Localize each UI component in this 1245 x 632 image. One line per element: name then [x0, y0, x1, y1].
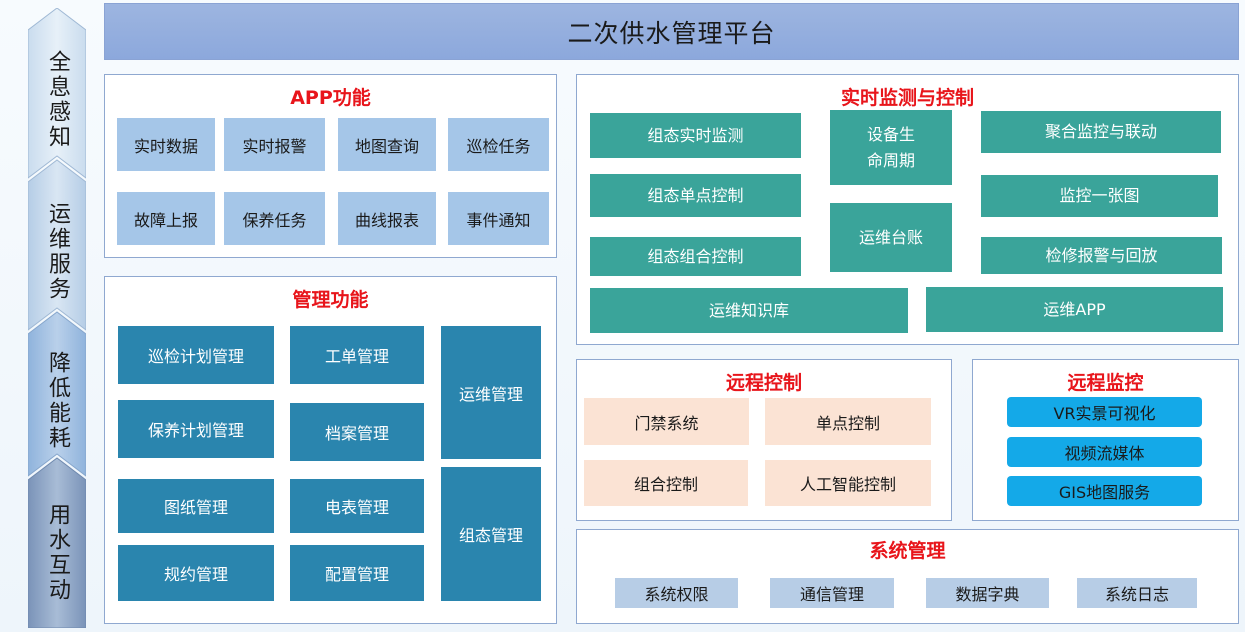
- remote-monitor-gis[interactable]: GIS地图服务: [1007, 476, 1202, 506]
- app-item-map-query[interactable]: 地图查询: [338, 118, 436, 171]
- monitor-ops-knowledge-base[interactable]: 运维知识库: [590, 288, 908, 333]
- side-label-text: 用水互动: [45, 503, 70, 603]
- monitor-scada-single-control[interactable]: 组态单点控制: [590, 174, 801, 217]
- mgmt-item-work-order[interactable]: 工单管理: [290, 326, 424, 384]
- monitor-repair-alarm-playback[interactable]: 检修报警与回放: [981, 237, 1222, 274]
- mgmt-item-drawing[interactable]: 图纸管理: [118, 479, 274, 533]
- side-label-interaction: 用水互动: [28, 488, 86, 618]
- app-item-event-notice[interactable]: 事件通知: [448, 192, 549, 245]
- app-item-maintenance-task[interactable]: 保养任务: [224, 192, 325, 245]
- app-item-patrol-task[interactable]: 巡检任务: [448, 118, 549, 171]
- monitor-ops-ledger[interactable]: 运维台账: [830, 203, 952, 272]
- mgmt-item-patrol-plan[interactable]: 巡检计划管理: [118, 326, 274, 384]
- app-item-curve-report[interactable]: 曲线报表: [338, 192, 436, 245]
- monitor-scada-group-control[interactable]: 组态组合控制: [590, 237, 801, 276]
- app-item-fault-report[interactable]: 故障上报: [117, 192, 215, 245]
- mgmt-item-meter[interactable]: 电表管理: [290, 479, 424, 533]
- system-communication[interactable]: 通信管理: [770, 578, 894, 608]
- remote-monitor-video-stream[interactable]: 视频流媒体: [1007, 437, 1202, 467]
- monitor-ops-app[interactable]: 运维APP: [926, 287, 1223, 332]
- side-label-ops-service: 运维服务: [28, 190, 86, 314]
- platform-title: 二次供水管理平台: [104, 3, 1239, 60]
- monitor-device-lifecycle[interactable]: 设备生 命周期: [830, 110, 952, 185]
- mgmt-scada-management[interactable]: 组态管理: [441, 467, 541, 601]
- monitor-aggregate-linkage[interactable]: 聚合监控与联动: [981, 111, 1221, 153]
- monitor-one-map[interactable]: 监控一张图: [981, 175, 1218, 217]
- side-label-text: 全息感知: [45, 50, 70, 150]
- remote-monitor-panel-title: 远程监控: [1067, 372, 1144, 394]
- remote-control-ai[interactable]: 人工智能控制: [765, 460, 931, 506]
- app-panel-title: APP功能: [290, 87, 371, 109]
- mgmt-ops-management[interactable]: 运维管理: [441, 326, 541, 459]
- side-label-text: 降低能耗: [45, 351, 70, 451]
- app-item-realtime-alarm[interactable]: 实时报警: [224, 118, 325, 171]
- mgmt-item-protocol[interactable]: 规约管理: [118, 545, 274, 601]
- monitor-scada-realtime[interactable]: 组态实时监测: [590, 113, 801, 158]
- management-panel-title: 管理功能: [292, 289, 369, 311]
- remote-monitor-vr[interactable]: VR实景可视化: [1007, 397, 1202, 427]
- system-panel-title: 系统管理: [869, 540, 946, 562]
- remote-control-panel-title: 远程控制: [725, 372, 802, 394]
- remote-control-access[interactable]: 门禁系统: [584, 398, 749, 445]
- side-chevron-shapes: [28, 8, 86, 628]
- system-panel: 系统管理: [576, 529, 1239, 624]
- side-label-holographic: 全息感知: [28, 38, 86, 162]
- mgmt-item-archive[interactable]: 档案管理: [290, 403, 424, 461]
- system-data-dictionary[interactable]: 数据字典: [926, 578, 1049, 608]
- side-label-text: 运维服务: [45, 202, 70, 302]
- side-label-energy: 降低能耗: [28, 342, 86, 460]
- mgmt-item-config[interactable]: 配置管理: [290, 545, 424, 601]
- side-chevron-bar: 全息感知 运维服务 降低能耗 用水互动: [28, 8, 86, 628]
- system-permission[interactable]: 系统权限: [615, 578, 738, 608]
- system-log[interactable]: 系统日志: [1077, 578, 1197, 608]
- remote-control-single[interactable]: 单点控制: [765, 398, 931, 445]
- app-item-realtime-data[interactable]: 实时数据: [117, 118, 215, 171]
- mgmt-item-maintenance-plan[interactable]: 保养计划管理: [118, 400, 274, 458]
- remote-control-group[interactable]: 组合控制: [584, 460, 748, 506]
- monitor-panel-title: 实时监测与控制: [840, 87, 974, 109]
